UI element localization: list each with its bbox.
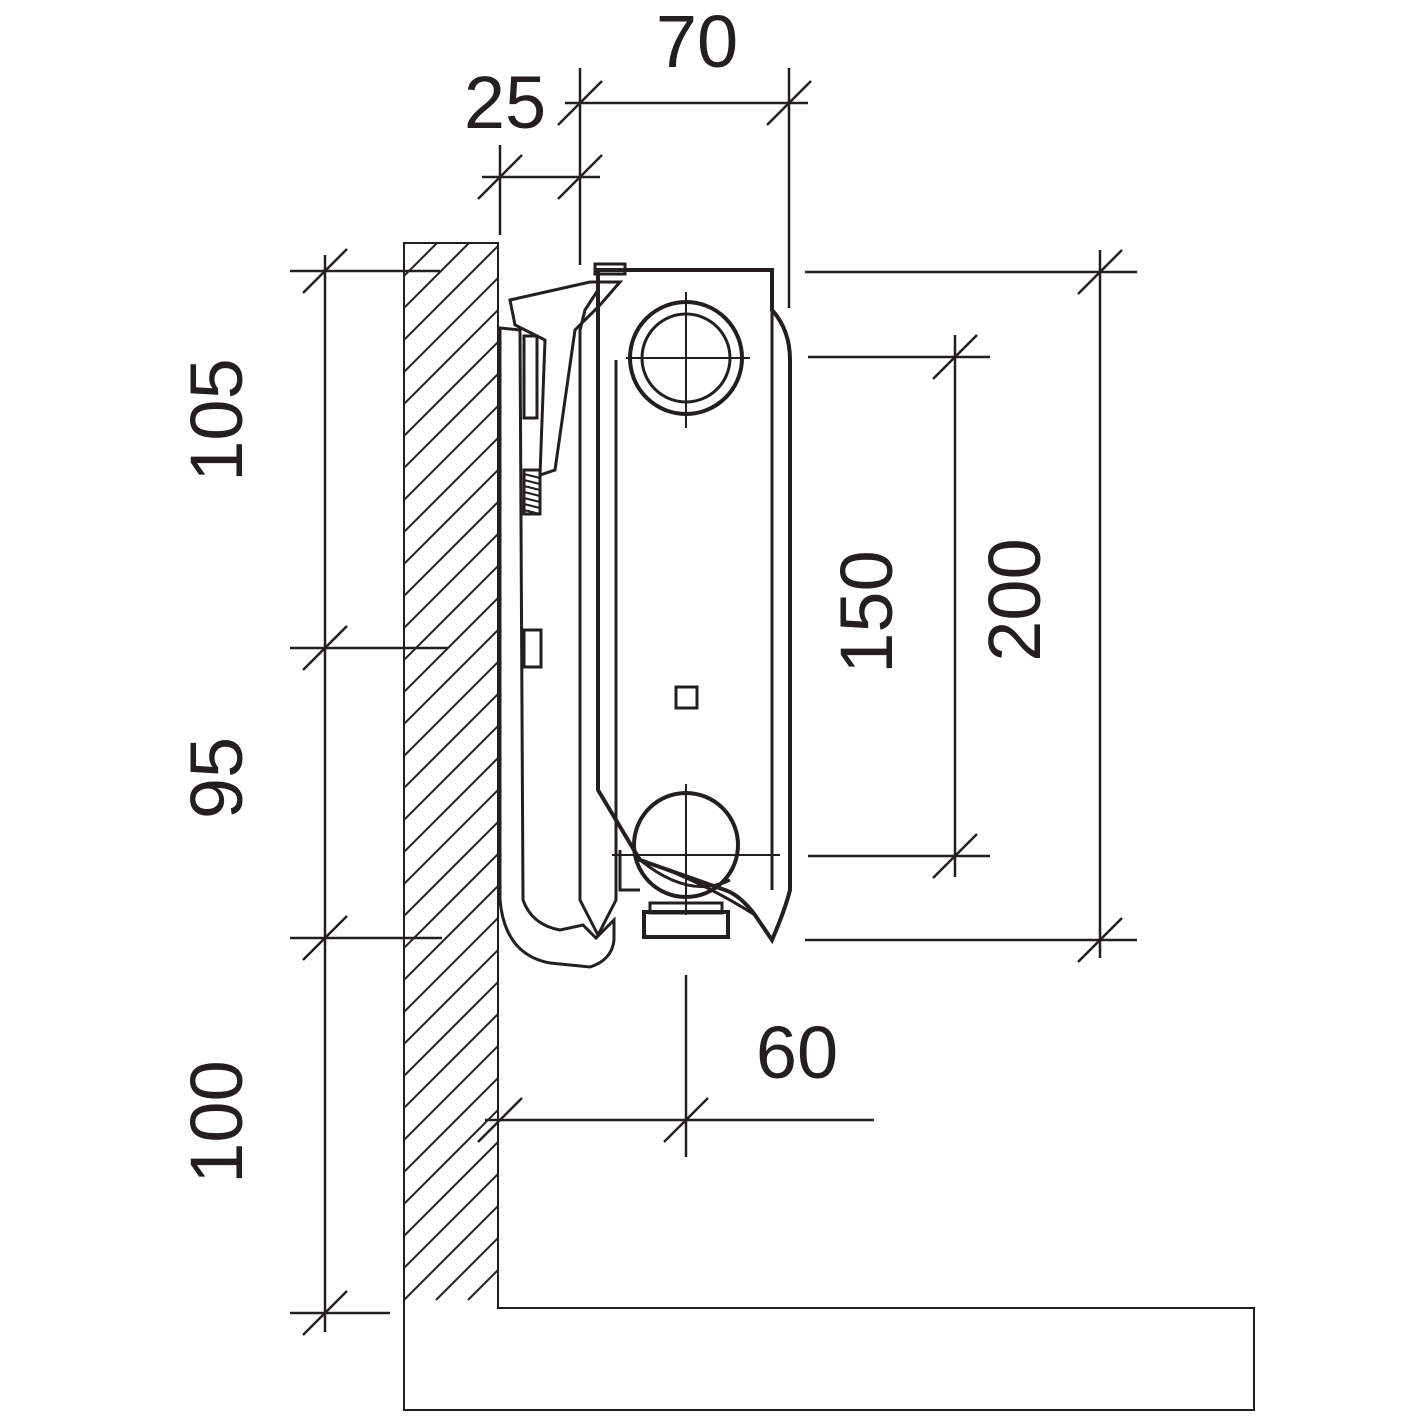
mounting-bracket — [498, 280, 624, 969]
hatch-line — [499, 243, 1254, 1301]
dim-label-150: 150 — [825, 550, 908, 673]
valve-nut-collar — [648, 901, 724, 915]
dim-tick — [302, 248, 348, 294]
hatch-line — [1235, 243, 1254, 1301]
radiator-body — [578, 262, 792, 945]
hatch-line — [819, 243, 1254, 1301]
dim-tick — [557, 154, 603, 200]
radiator-top-cap — [593, 262, 627, 276]
dim-label-25: 25 — [464, 61, 546, 144]
dim-tick — [477, 154, 523, 200]
wall-floor-outline — [403, 242, 1255, 1411]
hatch-line — [1139, 243, 1254, 1301]
hatch-line — [404, 243, 1254, 1301]
hatch-line — [467, 243, 1254, 1301]
hatch-line — [404, 243, 585, 1301]
hatch-line — [1203, 243, 1254, 1301]
dim-tick — [932, 833, 978, 879]
hatch-line — [1396, 0, 1425, 1300]
hatch-line — [404, 243, 521, 1301]
hatch-line — [404, 243, 777, 1301]
hatch-line — [404, 243, 937, 1301]
hatch-line — [404, 243, 1254, 1301]
spring-coil — [523, 491, 541, 497]
hatch-line — [404, 243, 905, 1301]
hatch-line — [404, 243, 1254, 1301]
dim-label-200: 200 — [973, 538, 1056, 661]
radiator-front-panel — [578, 270, 618, 939]
dim-tick — [302, 915, 348, 961]
hatch-line — [404, 243, 1065, 1301]
hatch-line — [691, 243, 1254, 1301]
radiator-marker — [674, 685, 699, 710]
hatch-line — [404, 243, 841, 1301]
dimension-lines — [290, 68, 1137, 1336]
spring-coil — [523, 479, 541, 485]
lower-pipe-fitting — [618, 850, 640, 892]
hatch-line — [1332, 0, 1425, 1300]
valve-nut — [642, 910, 730, 939]
hatch-line — [404, 243, 1254, 1301]
hatch-line — [404, 243, 969, 1301]
hatch-line — [404, 243, 553, 1301]
hatch-line — [404, 243, 1254, 1301]
dim-label-105: 105 — [175, 358, 258, 481]
radiator-panel-outline — [596, 268, 792, 945]
hatch-line — [883, 243, 1254, 1301]
hatch-line — [1171, 243, 1254, 1301]
bracket-spring-coils — [523, 473, 541, 515]
hatch-line — [404, 243, 745, 1301]
dim-tick — [1077, 917, 1123, 963]
hatch-line — [1075, 243, 1254, 1301]
hatch-line — [404, 243, 1129, 1301]
lower-panel-diagonal — [596, 789, 756, 917]
hatch-line — [0, 0, 328, 1300]
hatch-line — [851, 243, 1254, 1301]
hatch-line — [1364, 0, 1425, 1300]
bracket-clip — [522, 628, 543, 669]
hatch-line — [1300, 0, 1425, 1300]
hatch-line — [1011, 243, 1254, 1301]
hatch-line — [404, 243, 1097, 1301]
hatch-line — [1107, 243, 1254, 1301]
spring-coil — [523, 503, 541, 509]
dim-tick — [766, 80, 812, 126]
spring-coil — [523, 473, 541, 479]
hatch-line — [404, 243, 1254, 1301]
dim-tick — [302, 1290, 348, 1336]
dim-tick — [1077, 249, 1123, 295]
dim-tick — [663, 1097, 709, 1143]
hatch-line — [404, 243, 713, 1301]
dim-tick — [302, 625, 348, 671]
spring-coil — [523, 485, 541, 491]
hatch-line — [404, 243, 873, 1301]
dim-label-95: 95 — [175, 737, 258, 819]
dim-tick — [932, 334, 978, 380]
hatch-line — [404, 243, 681, 1301]
dim-tick — [557, 80, 603, 126]
dim-label-70: 70 — [656, 0, 738, 83]
dim-label-60: 60 — [756, 1011, 838, 1094]
bracket-hook — [508, 280, 624, 478]
hatch-line — [1268, 0, 1425, 1300]
hatch-line — [435, 243, 1254, 1301]
spring-coil — [523, 509, 541, 515]
dim-label-100: 100 — [175, 1060, 258, 1183]
lower-pipe-shadow — [639, 858, 731, 889]
spring-coil — [523, 497, 541, 503]
bracket-profile — [498, 326, 616, 969]
hatch-line — [0, 0, 200, 1300]
bracket-slot — [522, 334, 539, 420]
dim-tick — [477, 1097, 523, 1143]
